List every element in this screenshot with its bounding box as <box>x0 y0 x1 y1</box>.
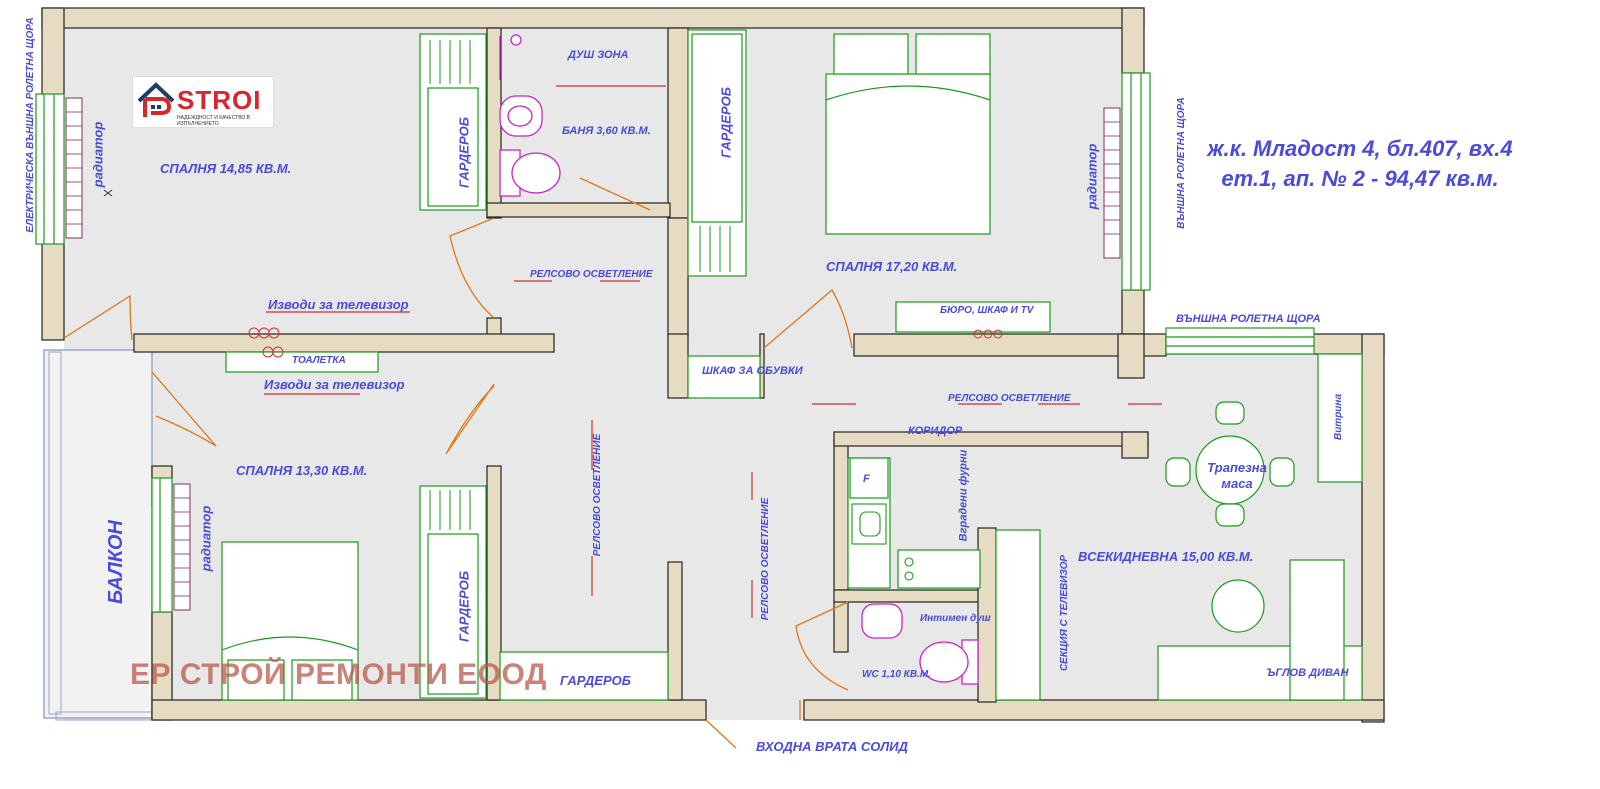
rail-lights <box>264 85 1162 618</box>
title-line-1: ж.к. Младост 4, бл.407, вх.4 <box>1207 136 1513 161</box>
room-label-wc: WC 1,10 КВ.М. <box>862 669 931 680</box>
logo-tagline: НАДЕЖДНОСТ И КАЧЕСТВО В ИЗПЪЛНЕНИЕТО <box>177 115 251 127</box>
label-wardrobe-2: ГАРДЕРОБ <box>718 87 734 158</box>
label-intimate-shower: Интимен душ <box>920 613 991 624</box>
kitchen-fixtures <box>851 503 914 581</box>
label-tv-outlets-1: Изводи за телевизор <box>268 297 409 312</box>
sanitary-fixtures <box>499 34 979 685</box>
room-label-bedroom-3: СПАЛНЯ 13,30 КВ.М. <box>236 463 368 478</box>
walls <box>41 7 1385 723</box>
radiators <box>65 97 1121 611</box>
room-label-shower: ДУШ ЗОНА <box>568 49 629 61</box>
label-desk: БЮРО, ШКАФ И TV <box>940 305 1034 316</box>
label-fridge: F <box>863 473 870 485</box>
project-title: ж.к. Младост 4, бл.407, вх.4 ет.1, ап. №… <box>1150 134 1570 194</box>
title-line-2: ет.1, ап. № 2 - 94,47 кв.м. <box>1221 166 1499 191</box>
company-logo: STROI НАДЕЖДНОСТ И КАЧЕСТВО В ИЗПЪЛНЕНИЕ… <box>132 76 274 128</box>
label-radiator-2: радиатор <box>1084 143 1100 210</box>
label-rail-light-1: РЕЛСОВО ОСВЕТЛЕНИЕ <box>530 269 653 280</box>
room-label-bathroom: БАНЯ 3,60 КВ.М. <box>562 125 651 137</box>
label-tv-section: СЕКЦИЯ С ТЕЛЕВИЗОР <box>1059 554 1070 672</box>
label-external-shutter-bottom: ВЪНШНА РОЛЕТНА ЩОРА <box>1176 313 1321 325</box>
room-label-bedroom-1: СПАЛНЯ 14,85 КВ.М. <box>160 161 292 176</box>
room-label-living: ВСЕКИДНЕВНА 15,00 КВ.М. <box>1078 549 1254 564</box>
label-shoe-cabinet: ШКАФ ЗА ОБУВКИ <box>702 365 803 377</box>
label-built-in-ovens: Вградени фурни <box>957 449 970 542</box>
label-display-cabinet: Витрина <box>1333 393 1344 441</box>
tv-outlet-symbols <box>248 327 1003 358</box>
windows <box>35 72 1315 613</box>
label-rail-light-4: РЕЛСОВО ОСВЕТЛЕНИЕ <box>760 497 771 621</box>
label-dining-table: Трапезна маса <box>1207 460 1267 491</box>
label-wardrobe-1: ГАРДЕРОБ <box>456 117 472 188</box>
label-corner-sofa: ЪГЛОВ ДИВАН <box>1266 667 1349 679</box>
label-electric-shutter: ЕЛЕКТРИЧЕСКА ВЪНШНА РОЛЕТНА ЩОРА <box>25 17 36 233</box>
room-label-balcony: БАЛКОН <box>105 520 127 604</box>
doors <box>63 177 853 749</box>
label-radiator-1: радиатор <box>90 121 106 188</box>
watermark: ЕР СТРОЙ РЕМОНТИ ЕООД <box>130 658 547 691</box>
logo-text: STROI <box>177 85 262 115</box>
room-label-corridor: КОРИДОР <box>908 425 963 437</box>
label-tv-outlets-2: Изводи за телевизор <box>264 377 405 392</box>
label-radiator-3: радиатор <box>198 505 214 572</box>
furniture <box>221 29 1363 701</box>
label-toilet-table: ТОАЛЕТКА <box>292 355 346 366</box>
label-wardrobe-4: ГАРДЕРОБ <box>560 673 631 688</box>
balcony-area <box>43 349 153 719</box>
label-rail-light-2: РЕЛСОВО ОСВЕТЛЕНИЕ <box>948 393 1071 404</box>
label-external-shutter-right: ВЪНШНА РОЛЕТНА ЩОРА <box>1176 97 1187 229</box>
label-rail-light-3: РЕЛСОВО ОСВЕТЛЕНИЕ <box>592 433 603 557</box>
label-front-door: ВХОДНА ВРАТА СОЛИД <box>756 739 908 754</box>
house-logo-icon <box>137 82 175 117</box>
label-wardrobe-3: ГАРДЕРОБ <box>456 571 472 642</box>
wardrobe-hatching <box>429 40 731 530</box>
room-label-bedroom-2: СПАЛНЯ 17,20 КВ.М. <box>826 259 958 274</box>
